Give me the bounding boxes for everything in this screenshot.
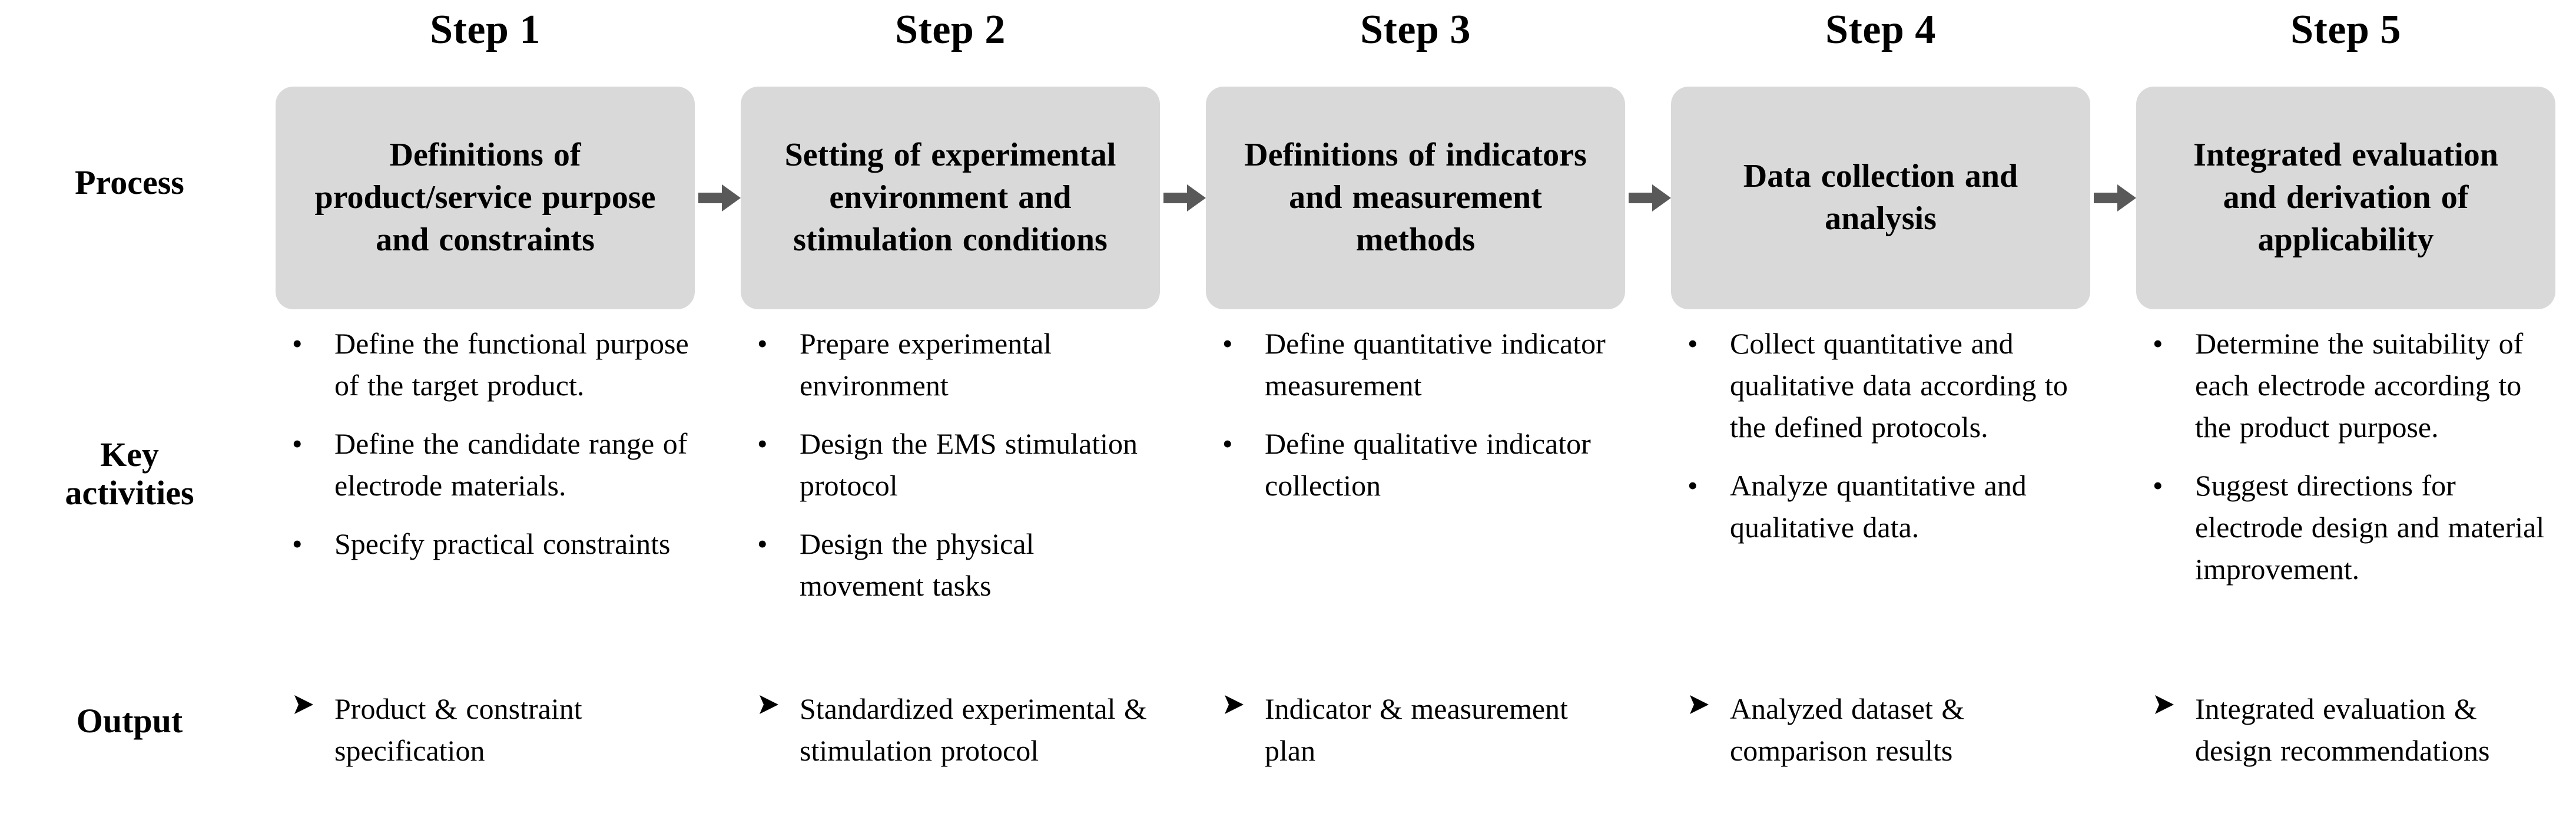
bullet-marker-icon: •	[1222, 327, 1233, 360]
step-header-row: Step 1 Step 2 Step 3 Step 4 Step 5	[0, 0, 2576, 82]
process-box-text-3: Definitions of indicators and measurement…	[1244, 134, 1587, 261]
key-activity-text: Define the candidate range of electrode …	[334, 427, 688, 502]
arrowhead-marker-icon-4	[1686, 689, 1712, 720]
key-activities-list-2: • Prepare experimental environment • Design…	[741, 323, 1160, 623]
bullet-marker-icon: •	[1222, 427, 1233, 460]
process-box-line-1: Definitions of	[389, 137, 581, 174]
process-box-line-3: and constraints	[376, 221, 595, 258]
process-box-line-3: applicability	[2257, 221, 2434, 258]
key-activity-item: • Define quantitative indicator measureme…	[1206, 323, 1625, 406]
key-activity-item: • Suggest directions for electrode design…	[2136, 465, 2555, 590]
process-box-step-5[interactable]: Integrated evaluation and derivation of ap…	[2136, 87, 2555, 309]
process-box-line-3: methods	[1355, 221, 1476, 258]
process-box-row: Definitions of product/service purpose and…	[0, 87, 2576, 310]
bullet-marker-icon: •	[757, 527, 768, 560]
row-label-key-activities: Key activities	[0, 435, 259, 513]
process-box-line-1: Integrated evaluation	[2193, 137, 2498, 174]
row-label-output: Output	[76, 702, 183, 740]
process-box-line-1: Data collection and	[1743, 158, 2018, 195]
arrowhead-marker-icon-1	[291, 689, 317, 720]
key-activity-item: • Design the EMS stimulation protocol	[741, 423, 1160, 507]
arrowhead-marker-icon-5	[2151, 689, 2177, 720]
output-item-1: Product & constraint specification	[276, 688, 695, 772]
process-box-step-2[interactable]: Setting of experimental environment and st…	[741, 87, 1160, 309]
process-box-line-1: Setting of experimental	[784, 137, 1116, 174]
process-box-line-3: stimulation conditions	[793, 221, 1108, 258]
process-box-line-2: and measurement	[1289, 179, 1542, 216]
process-box-text-2: Setting of experimental environment and st…	[785, 134, 1116, 261]
step-header-1: Step 1	[430, 7, 541, 52]
key-activities-list-5: • Determine the suitability of each elect…	[2136, 323, 2555, 607]
key-activity-item: • Collect quantitative and qualitative da…	[1671, 323, 2090, 448]
output-item-4: Analyzed dataset & comparison results	[1671, 688, 2090, 772]
output-row: Product & constraint specification Stand…	[0, 688, 2576, 823]
key-activity-text: Analyze quantitative and qualitative dat…	[1730, 469, 2027, 544]
key-activity-item: • Design the physical movement tasks	[741, 523, 1160, 607]
key-activity-text: Define the functional purpose of the tar…	[334, 327, 689, 402]
process-box-step-3[interactable]: Definitions of indicators and measurement…	[1206, 87, 1625, 309]
process-box-text-4: Data collection and analysis	[1743, 156, 2018, 240]
row-label-process: Process	[75, 163, 184, 201]
bullet-marker-icon: •	[1688, 469, 1698, 502]
key-activity-item: • Analyze quantitative and qualitative da…	[1671, 465, 2090, 548]
process-box-text-1: Definitions of product/service purpose and…	[314, 134, 655, 261]
step-header-3: Step 3	[1360, 7, 1471, 52]
bullet-marker-icon: •	[2153, 327, 2163, 360]
bullet-marker-icon: •	[757, 427, 768, 460]
key-activities-list-3: • Define quantitative indicator measureme…	[1206, 323, 1625, 523]
process-box-line-2: environment and	[829, 179, 1072, 216]
key-activity-text: Specify practical constraints	[334, 527, 671, 560]
row-label-key-line1: Key	[100, 435, 159, 474]
key-activity-item: • Specify practical constraints	[276, 523, 695, 565]
key-activity-text: Collect quantitative and qualitative dat…	[1730, 327, 2068, 444]
output-text-4: Analyzed dataset & comparison results	[1730, 692, 1965, 767]
step-header-2: Step 2	[895, 7, 1006, 52]
right-arrow-icon-3	[1629, 183, 1671, 213]
bullet-marker-icon: •	[292, 327, 303, 360]
arrowhead-marker-icon-3	[1221, 689, 1247, 720]
bullet-marker-icon: •	[757, 327, 768, 360]
key-activities-row: • Define the functional purpose of the ta…	[0, 323, 2576, 653]
row-label-key-line2: activities	[65, 473, 194, 512]
key-activity-text: Prepare experimental environment	[800, 327, 1052, 402]
process-box-text-5: Integrated evaluation and derivation of ap…	[2193, 134, 2498, 261]
output-text-5: Integrated evaluation & design recommend…	[2195, 692, 2490, 767]
bullet-marker-icon: •	[292, 427, 303, 460]
key-activity-text: Suggest directions for electrode design …	[2195, 469, 2545, 586]
key-activity-text: Design the physical movement tasks	[800, 527, 1035, 602]
key-activity-text: Design the EMS stimulation protocol	[800, 427, 1138, 502]
right-arrow-icon-1	[698, 183, 741, 213]
step-header-5: Step 5	[2290, 7, 2401, 52]
key-activity-item: • Define qualitative indicator collection	[1206, 423, 1625, 507]
process-box-step-1[interactable]: Definitions of product/service purpose and…	[276, 87, 695, 309]
key-activity-item: • Define the functional purpose of the ta…	[276, 323, 695, 406]
bullet-marker-icon: •	[292, 527, 303, 560]
key-activities-list-4: • Collect quantitative and qualitative da…	[1671, 323, 2090, 565]
bullet-marker-icon: •	[1688, 327, 1698, 360]
key-activity-text: Define quantitative indicator measuremen…	[1265, 327, 1606, 402]
bullet-marker-icon: •	[2153, 469, 2163, 502]
process-box-step-4[interactable]: Data collection and analysis	[1671, 87, 2090, 309]
arrowhead-marker-icon-2	[756, 689, 782, 720]
output-text-2: Standardized experimental & stimulation …	[800, 692, 1147, 767]
process-box-line-1: Definitions of indicators	[1244, 137, 1587, 174]
step-header-4: Step 4	[1825, 7, 1936, 52]
key-activity-text: Determine the suitability of each electr…	[2195, 327, 2524, 444]
key-activity-item: • Define the candidate range of electrode…	[276, 423, 695, 507]
output-item-3: Indicator & measurement plan	[1206, 688, 1625, 772]
key-activity-item: • Prepare experimental environment	[741, 323, 1160, 406]
right-arrow-icon-4	[2094, 183, 2136, 213]
key-activity-text: Define qualitative indicator collection	[1265, 427, 1591, 502]
process-box-line-2: analysis	[1825, 200, 1937, 237]
output-text-1: Product & constraint specification	[334, 692, 582, 767]
output-item-2: Standardized experimental & stimulation …	[741, 688, 1160, 772]
process-box-line-2: product/service purpose	[314, 179, 656, 216]
output-text-3: Indicator & measurement plan	[1265, 692, 1568, 767]
process-box-line-2: and derivation of	[2223, 179, 2469, 216]
key-activities-list-1: • Define the functional purpose of the ta…	[276, 323, 695, 581]
key-activity-item: • Determine the suitability of each elect…	[2136, 323, 2555, 448]
right-arrow-icon-2	[1163, 183, 1206, 213]
output-item-5: Integrated evaluation & design recommend…	[2136, 688, 2555, 772]
